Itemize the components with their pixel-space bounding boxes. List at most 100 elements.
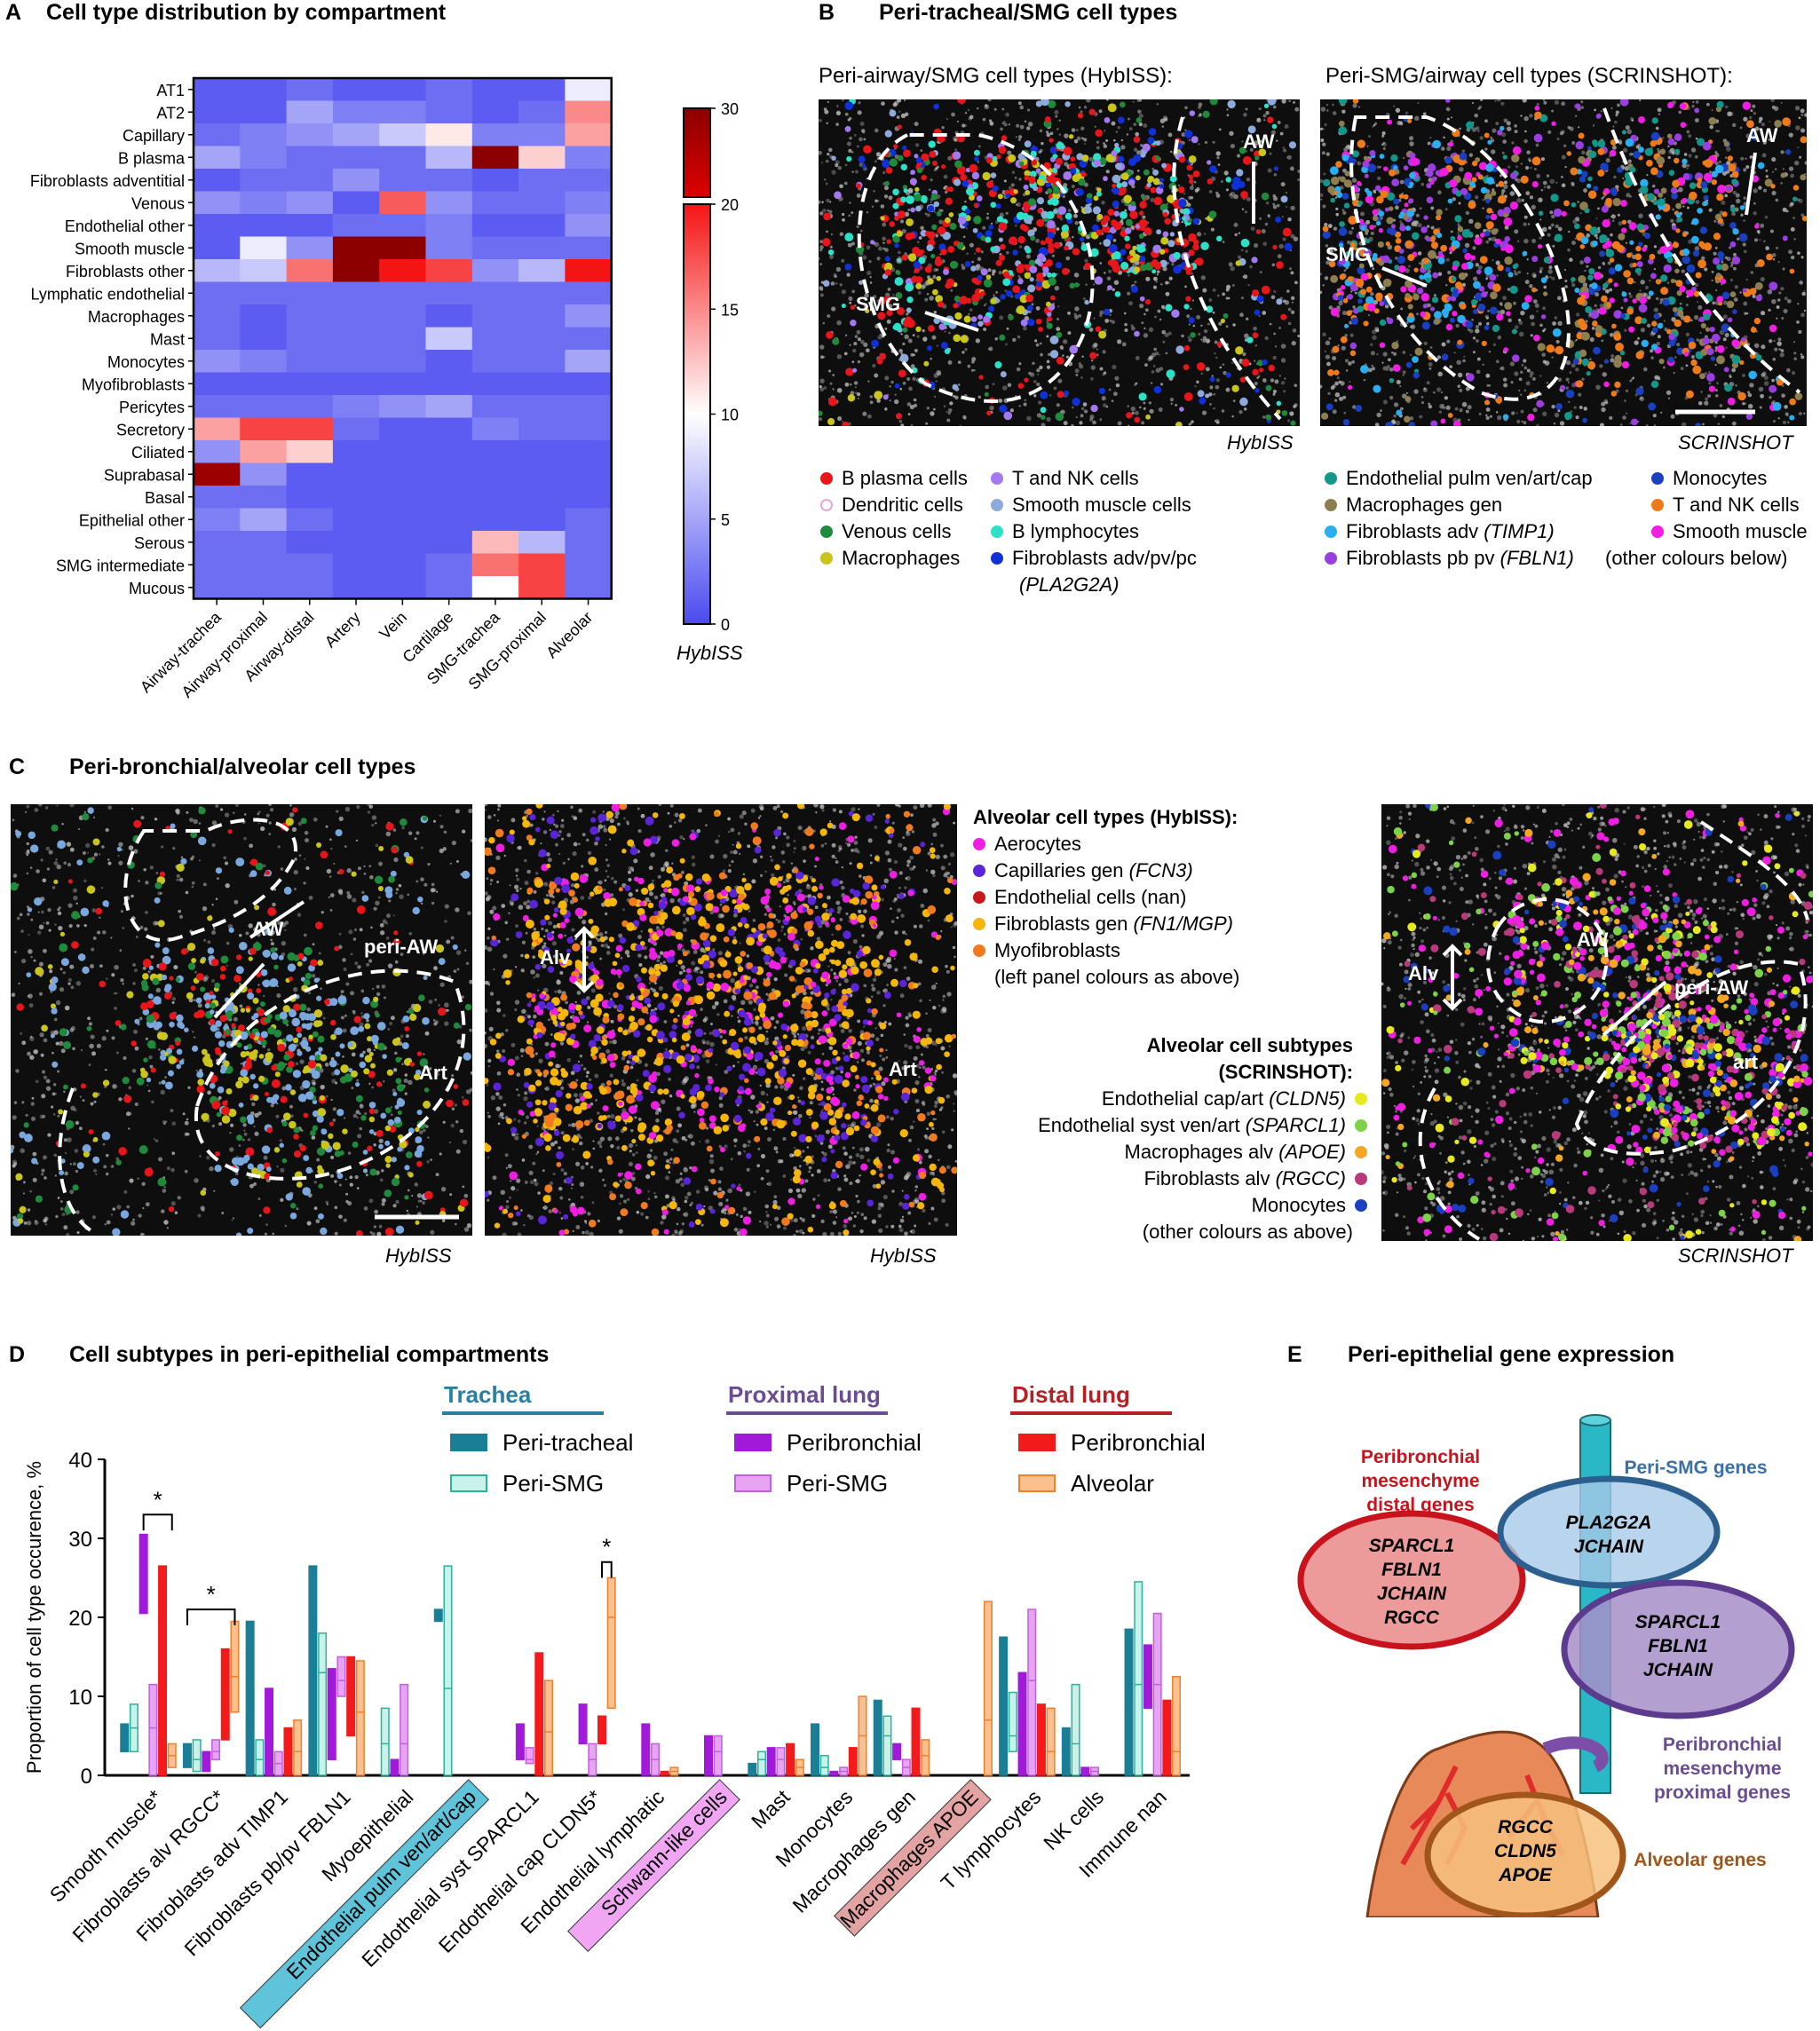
cell-dot (988, 225, 993, 230)
heatmap-cell (379, 78, 427, 102)
tissue-speck (1128, 273, 1130, 277)
heatmap-cell (240, 576, 288, 600)
tissue-speck (1162, 266, 1167, 272)
heatmap-cell (286, 236, 334, 260)
tissue-speck (819, 240, 824, 244)
tissue-speck (1018, 178, 1022, 181)
tissue-speck (916, 335, 920, 338)
cell-dot (938, 323, 946, 330)
tissue-speck (1111, 399, 1114, 402)
tissue-speck (1238, 232, 1241, 234)
tissue-speck (844, 382, 850, 387)
tissue-speck (1167, 261, 1170, 265)
tissue-speck (1076, 129, 1079, 131)
heatmap-cell (518, 259, 566, 283)
heatmap-cell (332, 327, 380, 351)
colorbar-tick-label: 20 (721, 196, 739, 214)
tissue-speck (1230, 265, 1235, 272)
tissue-speck (859, 229, 863, 233)
cell-dot (1093, 195, 1099, 202)
legend-item: B lymphocytes (991, 518, 1197, 545)
tissue-speck (832, 374, 835, 376)
tissue-speck (898, 349, 903, 353)
cell-dot (998, 237, 1003, 242)
tissue-speck (913, 398, 917, 402)
cell-dot (999, 404, 1008, 414)
cell-dot (1079, 236, 1085, 242)
tissue-speck (970, 368, 974, 372)
tissue-speck (1209, 385, 1214, 390)
heatmap-cell (518, 236, 566, 260)
tissue-speck (1081, 355, 1084, 358)
tissue-speck (1143, 123, 1148, 128)
tissue-speck (1191, 273, 1193, 275)
tissue-speck (1158, 407, 1163, 412)
heatmap-cell (518, 214, 566, 238)
tissue-speck (1039, 365, 1043, 370)
tissue-speck (1294, 281, 1298, 285)
tissue-speck (1249, 147, 1254, 152)
tissue-speck (1018, 362, 1022, 366)
tissue-speck (869, 395, 873, 399)
tissue-speck (1246, 197, 1251, 202)
tissue-speck (836, 105, 839, 107)
legend-item: Smooth muscle cells (991, 492, 1197, 518)
heatmap-cell (332, 553, 380, 577)
cell-dot (945, 197, 953, 205)
cell-dot (1282, 227, 1292, 237)
tissue-speck (943, 405, 946, 407)
cell-dot (844, 101, 854, 110)
tissue-speck (873, 189, 875, 193)
heatmap-row-label: Ciliated (131, 444, 185, 462)
tissue-speck (928, 188, 931, 192)
tissue-speck (1219, 366, 1223, 369)
tissue-speck (819, 245, 824, 249)
tissue-speck (909, 189, 914, 194)
tissue-speck (1135, 382, 1138, 385)
heatmap-cell (518, 372, 566, 396)
tissue-speck (1256, 376, 1259, 379)
cell-dot (1116, 182, 1122, 189)
cell-dot (877, 312, 886, 320)
cell-dot (1143, 169, 1150, 176)
cell-dot (1000, 243, 1006, 250)
heatmap-cell (379, 350, 427, 374)
tissue-speck (853, 133, 857, 137)
cell-dot (973, 216, 982, 225)
tissue-speck (948, 331, 951, 335)
heatmap-row-label: B plasma (118, 149, 186, 167)
tissue-speck (1260, 139, 1263, 143)
tissue-speck (1198, 333, 1201, 336)
legend-dot (820, 499, 833, 511)
tissue-speck (1143, 333, 1149, 338)
heatmap-cell (332, 191, 380, 215)
cell-dot (893, 144, 898, 149)
tissue-speck (819, 286, 824, 290)
tissue-speck (886, 319, 891, 324)
tissue-speck (1109, 313, 1112, 317)
tissue-speck (1089, 415, 1095, 420)
heatmap-cell (379, 123, 427, 147)
tissue-speck (932, 274, 937, 280)
tissue-speck (1139, 406, 1142, 409)
tissue-speck (1082, 402, 1088, 407)
tissue-speck (863, 304, 867, 309)
tissue-speck (862, 411, 867, 416)
cell-dot (902, 185, 908, 190)
tissue-speck (1271, 263, 1276, 267)
tissue-speck (819, 293, 824, 297)
tissue-speck (1149, 408, 1154, 414)
cell-dot (914, 186, 920, 192)
tissue-speck (1231, 284, 1235, 288)
tissue-speck (1215, 151, 1221, 156)
tissue-speck (1017, 101, 1022, 106)
tissue-speck (1273, 289, 1277, 294)
heatmap-cell (471, 259, 519, 283)
heatmap-cell (332, 281, 380, 305)
tissue-speck (1287, 321, 1292, 326)
tissue-speck (1297, 178, 1300, 181)
tissue-speck (835, 163, 839, 168)
tissue-speck (1265, 201, 1270, 205)
tissue-speck (1243, 274, 1248, 280)
